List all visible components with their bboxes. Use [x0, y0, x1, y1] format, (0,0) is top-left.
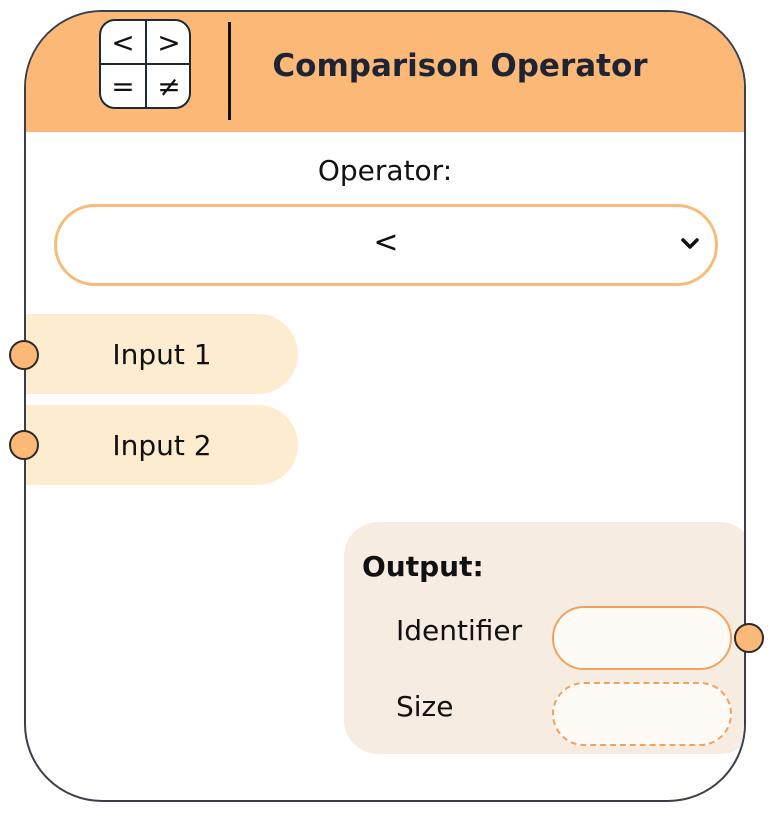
output-panel: Output: Identifier Size	[344, 522, 744, 754]
input-1-pill: Input 1	[26, 314, 298, 394]
output-port[interactable]	[734, 623, 764, 653]
less-than-icon: <	[111, 25, 135, 59]
output-title: Output:	[362, 550, 484, 583]
node-title: Comparison Operator	[272, 48, 648, 84]
identifier-field[interactable]	[552, 606, 732, 670]
input-2-port[interactable]	[9, 430, 39, 460]
input-1-label: Input 1	[112, 337, 212, 371]
node-header: < > = ≠ Comparison Operator	[26, 12, 744, 132]
comparison-operators-icon: < > = ≠	[99, 19, 191, 109]
operator-label: Operator:	[317, 154, 453, 187]
not-equal-icon: ≠	[157, 69, 181, 103]
input-2-label: Input 2	[112, 428, 212, 462]
greater-than-icon: >	[157, 25, 181, 59]
size-field[interactable]	[552, 682, 732, 746]
comparison-operator-node[interactable]: < > = ≠ Comparison Operator Operator: < …	[24, 10, 746, 802]
input-2-pill: Input 2	[26, 405, 298, 485]
header-divider	[228, 22, 231, 120]
icon-divider-horizontal	[101, 63, 189, 65]
size-label: Size	[396, 690, 454, 723]
operator-selected-value: <	[373, 225, 399, 260]
equals-icon: =	[111, 69, 135, 103]
operator-select[interactable]: <	[54, 204, 718, 286]
chevron-down-icon	[681, 238, 699, 249]
identifier-label: Identifier	[396, 614, 523, 647]
input-1-port[interactable]	[9, 340, 39, 370]
